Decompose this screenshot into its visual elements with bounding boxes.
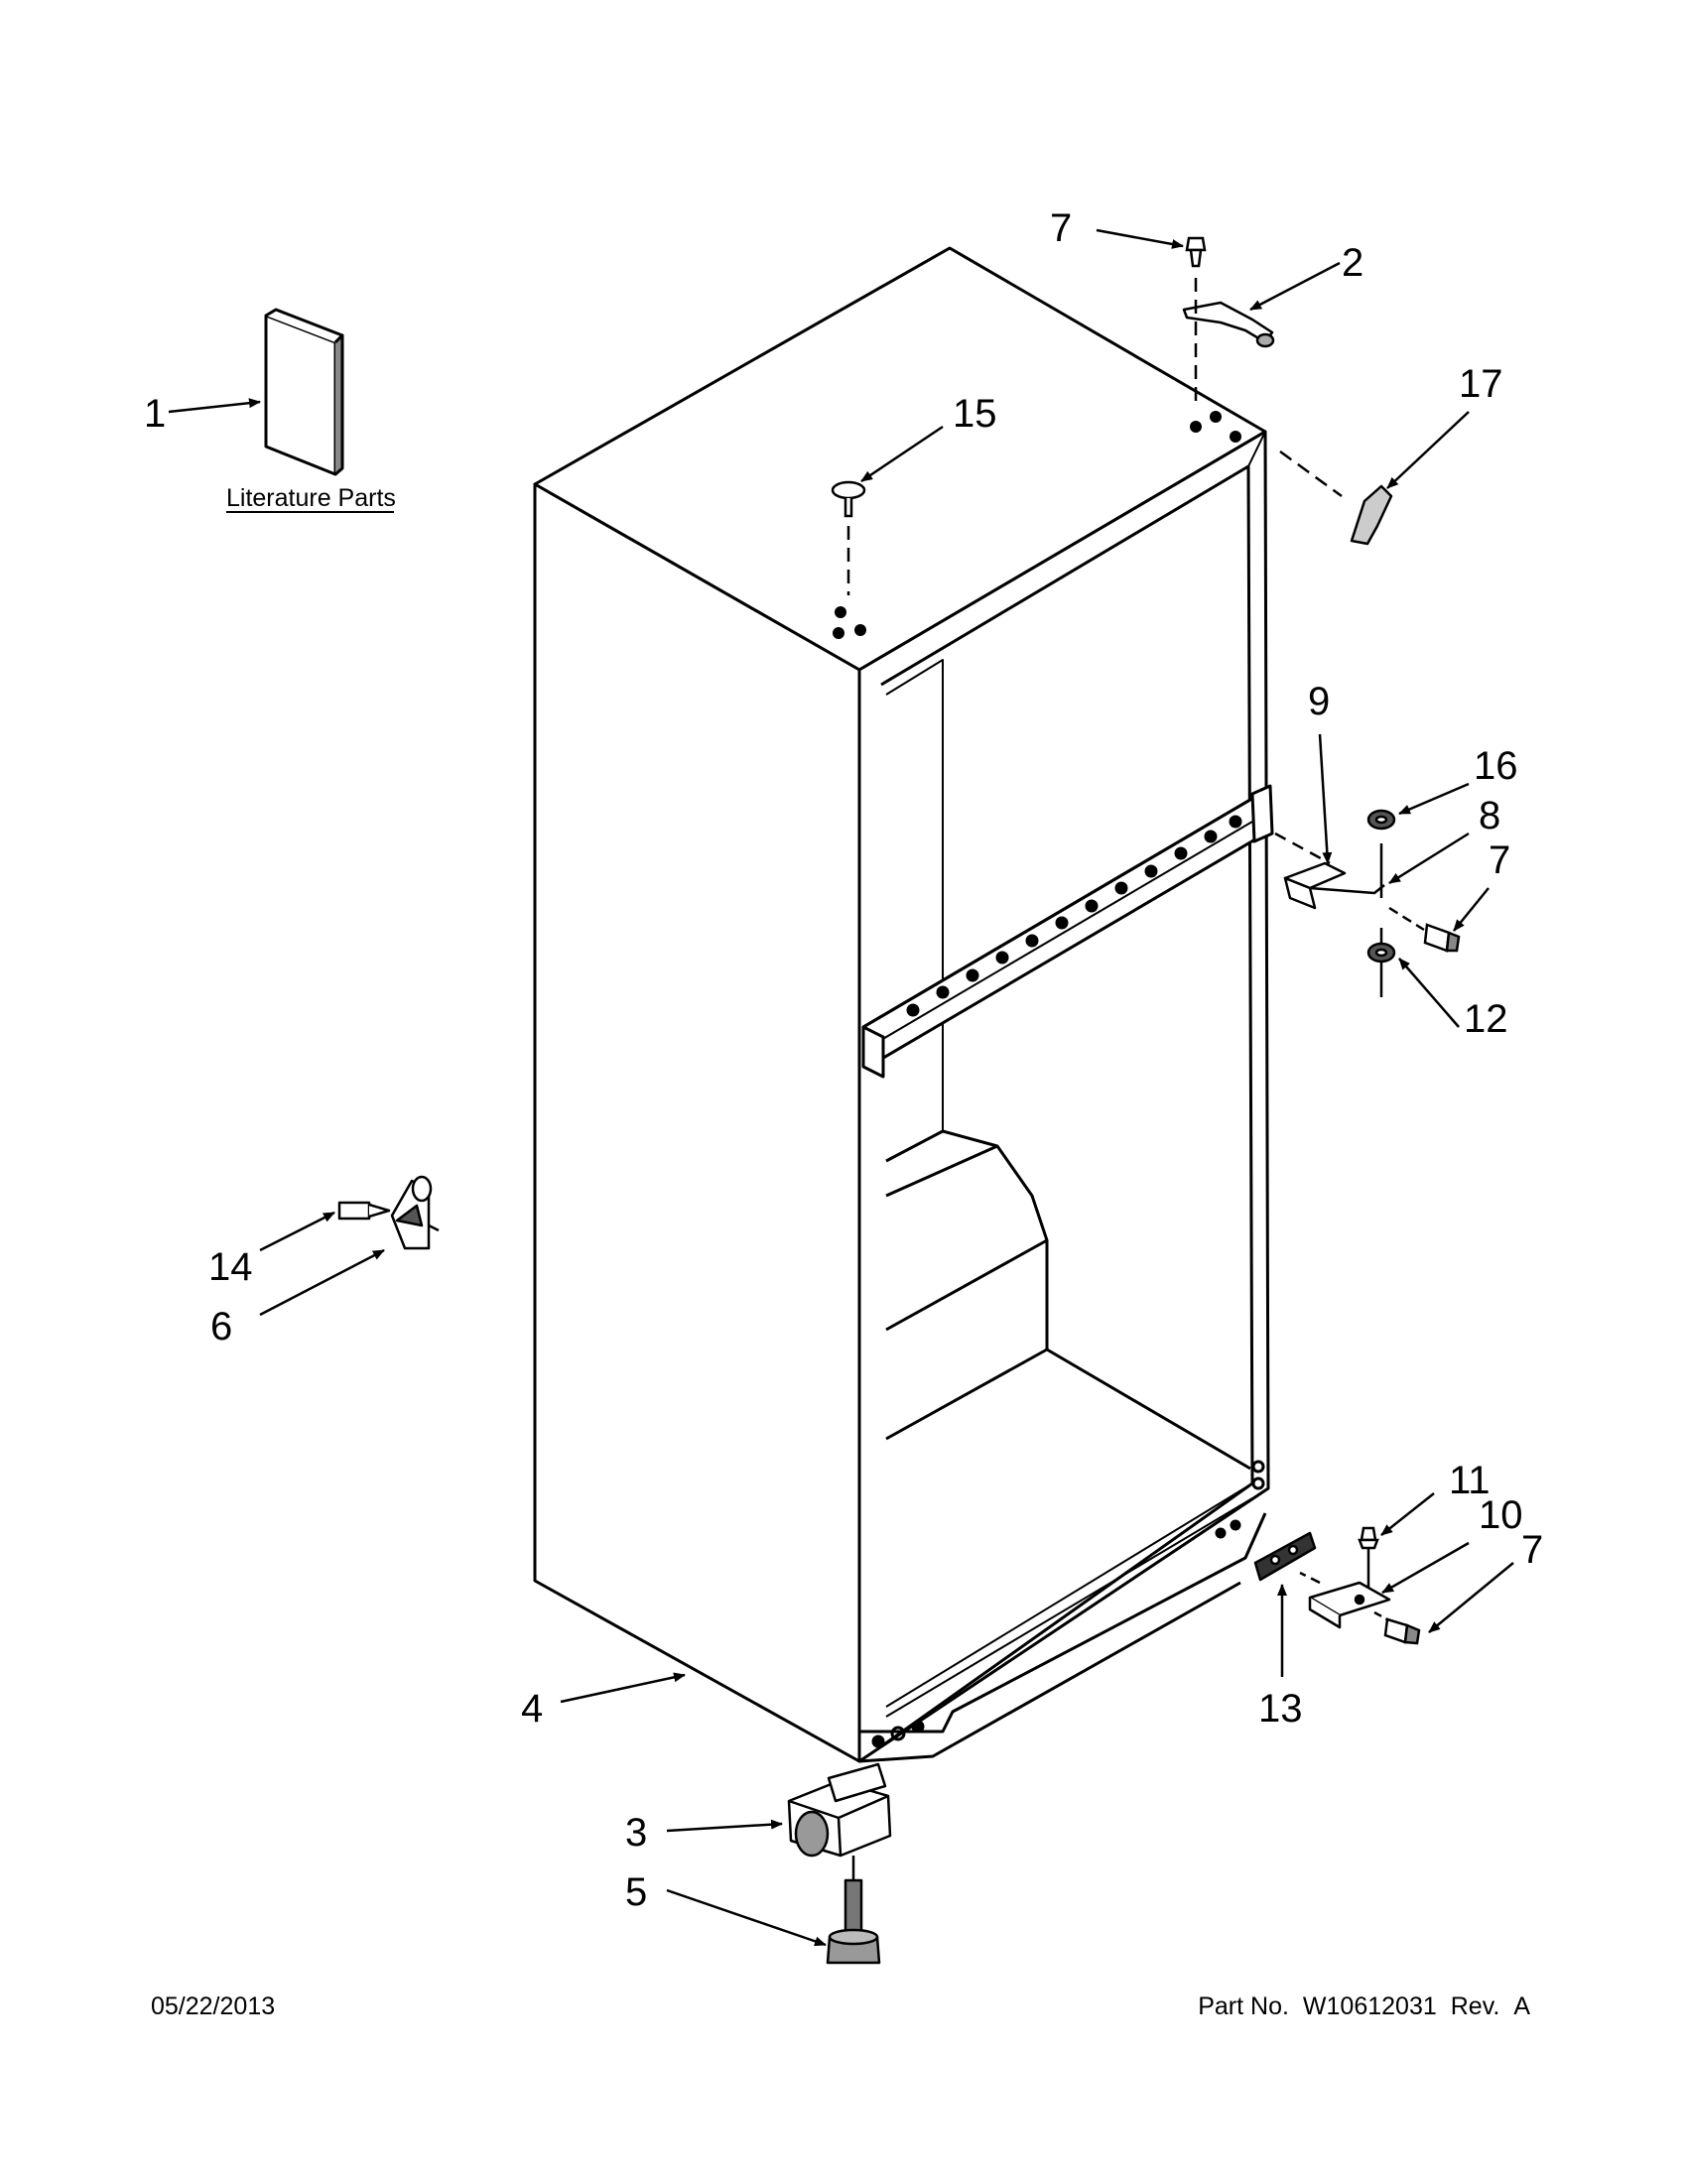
door-stop-icon	[337, 1175, 440, 1250]
bottom-hinge-screw-icon	[1373, 1610, 1421, 1645]
callout-labels: 1 2 7 17 15 9 16 8 7 12 14 6 11 10 7 13 …	[144, 206, 1543, 1914]
revision-label: Rev.	[1450, 1992, 1500, 2020]
callout-arrows	[168, 228, 1514, 1947]
callout-10: 10	[1479, 1493, 1523, 1537]
callout-7-bottom: 7	[1521, 1528, 1543, 1572]
bottom-hinge-icon	[1299, 1571, 1391, 1629]
callout-11: 11	[1449, 1459, 1491, 1502]
center-rail	[861, 784, 1274, 1079]
callout-7-mid: 7	[1489, 838, 1510, 882]
footer-date: 05/22/2013	[151, 1992, 276, 2020]
callout-13: 13	[1258, 1687, 1303, 1731]
top-hinge-icon	[1182, 278, 1275, 407]
literature-parts-label: Literature Parts	[226, 484, 396, 512]
callout-3: 3	[625, 1811, 647, 1855]
callout-15: 15	[953, 392, 997, 436]
part-number-label: Part No.	[1198, 1992, 1289, 2020]
base-rail	[858, 1460, 1267, 1763]
bottom-hinge-pin-icon	[1358, 1526, 1379, 1588]
part-number: W10612031	[1302, 1992, 1437, 2020]
callout-2: 2	[1342, 241, 1363, 285]
callout-7-top: 7	[1050, 206, 1072, 250]
leveling-leg-icon	[826, 1878, 881, 1965]
bottom-hinge-shim-icon	[1253, 1531, 1317, 1582]
cabinet	[533, 246, 1270, 1763]
hinge-cover-icon	[1279, 450, 1393, 546]
callout-12: 12	[1464, 997, 1508, 1041]
callout-17: 17	[1459, 362, 1503, 406]
literature-book-icon	[264, 308, 344, 476]
cabinet-interior	[885, 1129, 1253, 1718]
center-hinge-icon	[1274, 832, 1385, 910]
washer-upper-icon	[1366, 809, 1396, 831]
callout-1: 1	[144, 392, 166, 436]
center-hinge-screw-icon	[1388, 906, 1461, 953]
washer-lower-icon	[1366, 942, 1396, 964]
callout-14: 14	[208, 1245, 253, 1289]
roller-icon	[787, 1762, 892, 1880]
revision: A	[1513, 1992, 1530, 2020]
callout-8: 8	[1479, 794, 1500, 837]
plug-button-icon	[831, 480, 866, 595]
top-holes	[833, 411, 1241, 639]
callout-6: 6	[210, 1305, 232, 1349]
callout-4: 4	[521, 1687, 543, 1731]
callout-16: 16	[1474, 744, 1518, 788]
top-hinge-screw-icon	[1185, 236, 1207, 268]
footer-part-info: Part No. W10612031 Rev. A	[1198, 1992, 1530, 2021]
callout-9: 9	[1308, 680, 1330, 723]
callout-5: 5	[625, 1870, 647, 1914]
